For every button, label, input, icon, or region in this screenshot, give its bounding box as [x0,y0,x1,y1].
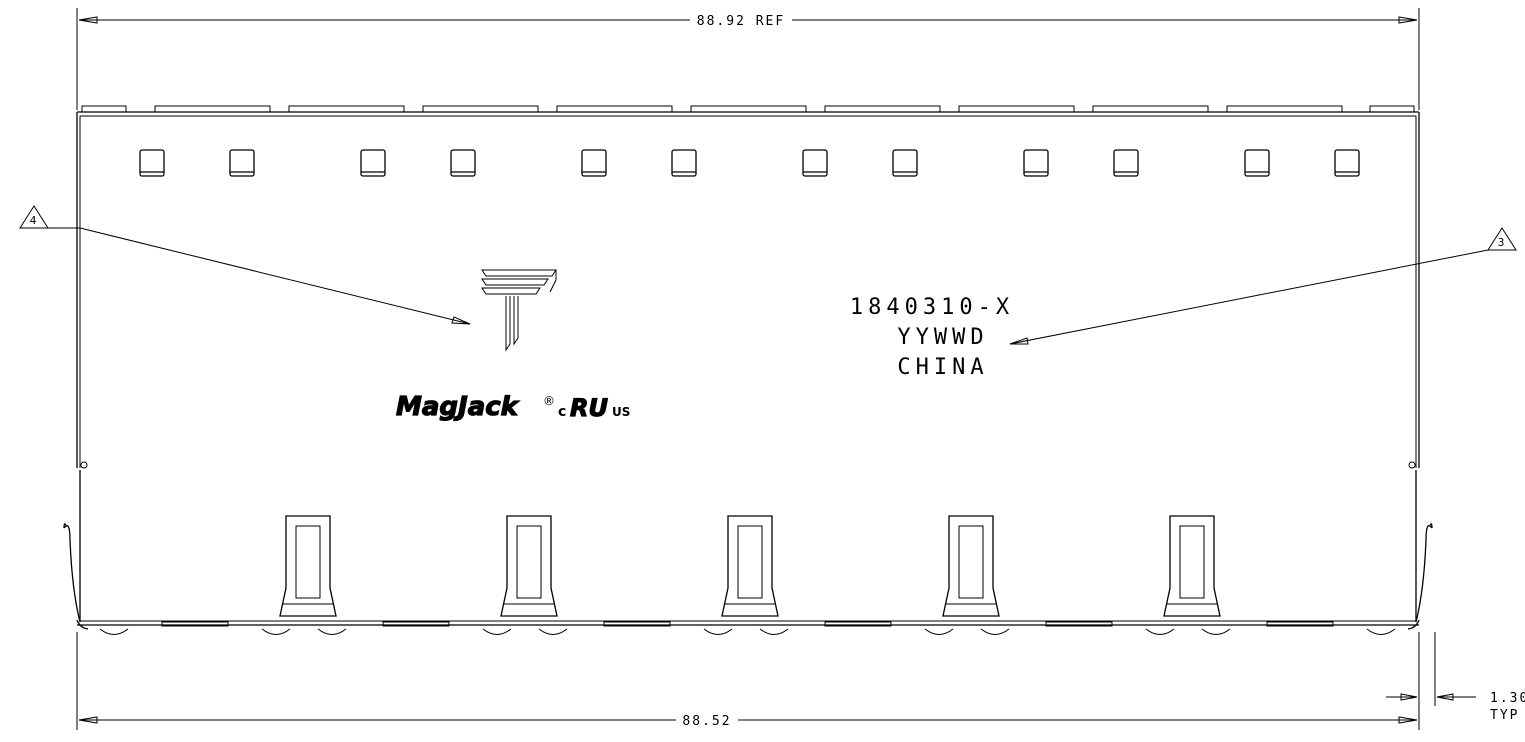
part-marking: 1840310-X YYWWD CHINA [850,295,1014,380]
window-12 [1334,149,1360,177]
window-5 [581,149,607,177]
window-10 [1113,149,1139,177]
bottom-latch-3 [721,515,779,617]
brand-name: MagJack [396,392,520,422]
brand-registered: ® [543,394,555,408]
bottom-latch-4 [942,515,1000,617]
window-6 [671,149,697,177]
window-7 [802,149,828,177]
callout-number-3: 3 [1498,236,1505,249]
window-2 [229,149,255,177]
window-3 [360,149,386,177]
callout-number-4: 4 [30,214,37,227]
tyco-logo-icon [481,269,557,352]
dimension-note-typ: TYP [1490,708,1519,723]
cert-mark: RU [570,394,608,422]
dimension-label-offset: 1.30 [1490,691,1525,706]
top-edge-tabs [81,105,1415,113]
magjack-brand: MagJack ® c RU US [395,391,630,422]
housing-outline [63,111,1433,630]
bottom-latch-5 [1163,515,1221,617]
window-8 [892,149,918,177]
dimension-label-base: 88.52 [682,714,731,729]
window-11 [1244,149,1270,177]
cert-prefix: c [558,404,566,420]
callout-4: 4 [19,205,471,325]
bottom-latch-1 [279,515,337,617]
offset-dimension: 1.30 TYP [1386,632,1525,723]
window-4 [450,149,476,177]
window-row [139,149,1360,177]
bottom-latch-2 [500,515,558,617]
bottom-edge-features [99,621,1396,635]
marking-part-number: 1840310-X [850,295,1014,320]
marking-date-code: YYWWD [897,325,988,350]
window-1 [139,149,165,177]
cert-suffix: US [612,405,630,419]
top-dimension: 88.92 REF [76,8,1420,110]
callout-3: 3 [1009,227,1517,345]
dimension-label-overall: 88.92 REF [697,14,785,29]
bottom-dimension: 88.52 [76,632,1420,730]
window-9 [1023,149,1049,177]
marking-country: CHINA [897,355,988,380]
